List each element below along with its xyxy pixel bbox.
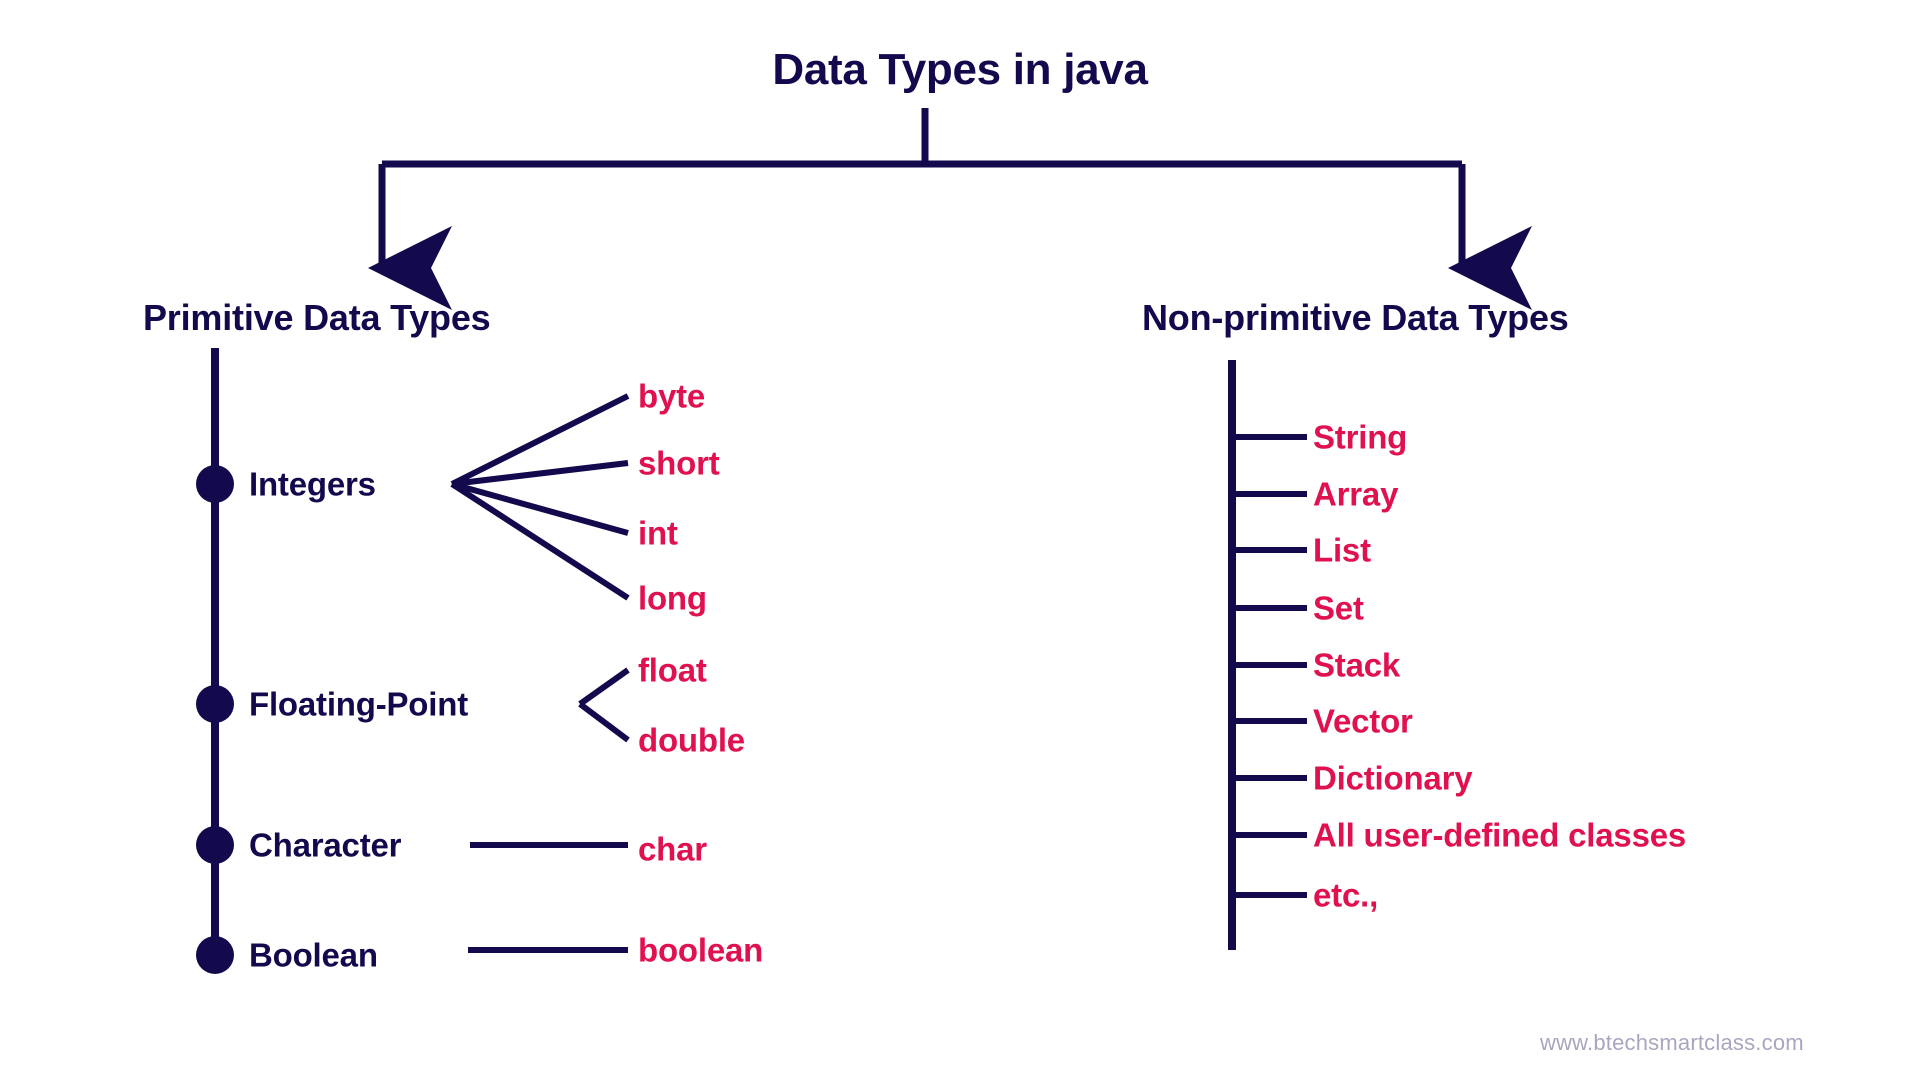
bullet-boolean bbox=[196, 936, 234, 974]
category-label-character: Character bbox=[249, 826, 402, 864]
category-label-floating-point: Floating-Point bbox=[249, 685, 468, 723]
link-integers-long bbox=[450, 481, 630, 601]
category-label-boolean: Boolean bbox=[249, 936, 378, 974]
nonprimitive-item-set: Set bbox=[1313, 589, 1364, 627]
link-integers-byte bbox=[450, 393, 630, 487]
bullet-character bbox=[196, 826, 234, 864]
type-leaf-long: long bbox=[638, 579, 707, 617]
branch-heading-primitive: Primitive Data Types bbox=[143, 297, 491, 338]
nonprimitive-item-list: List bbox=[1313, 531, 1371, 569]
type-leaf-float: float bbox=[638, 651, 707, 689]
category-label-integers: Integers bbox=[249, 465, 376, 503]
nonprimitive-item-user-defined-classes: All user-defined classes bbox=[1313, 816, 1687, 854]
bullet-floating bbox=[196, 685, 234, 723]
type-leaf-short: short bbox=[638, 444, 720, 482]
type-leaf-int: int bbox=[638, 514, 678, 552]
watermark-url: www.btechsmartclass.com bbox=[1540, 1030, 1804, 1055]
link-integers-short bbox=[451, 460, 629, 487]
type-leaf-boolean: boolean bbox=[638, 931, 764, 969]
nonprimitive-item-stack: Stack bbox=[1313, 646, 1401, 684]
nonprimitive-item-etc: etc., bbox=[1313, 876, 1379, 914]
nonprimitive-item-string: String bbox=[1313, 418, 1408, 456]
type-leaf-byte: byte bbox=[638, 377, 706, 415]
link-floating-double bbox=[578, 701, 630, 743]
page-title: Data Types in java bbox=[772, 45, 1148, 94]
type-leaf-char: char bbox=[638, 830, 707, 868]
nonprimitive-item-array: Array bbox=[1313, 475, 1399, 513]
type-leaf-double: double bbox=[638, 721, 745, 759]
bullet-integers bbox=[196, 465, 234, 503]
branch-heading-nonprimitive: Non-primitive Data Types bbox=[1142, 297, 1569, 338]
nonprimitive-item-dictionary: Dictionary bbox=[1313, 759, 1473, 797]
link-floating-float bbox=[578, 667, 630, 707]
link-integers-int bbox=[451, 481, 629, 536]
nonprimitive-item-vector: Vector bbox=[1313, 702, 1413, 740]
